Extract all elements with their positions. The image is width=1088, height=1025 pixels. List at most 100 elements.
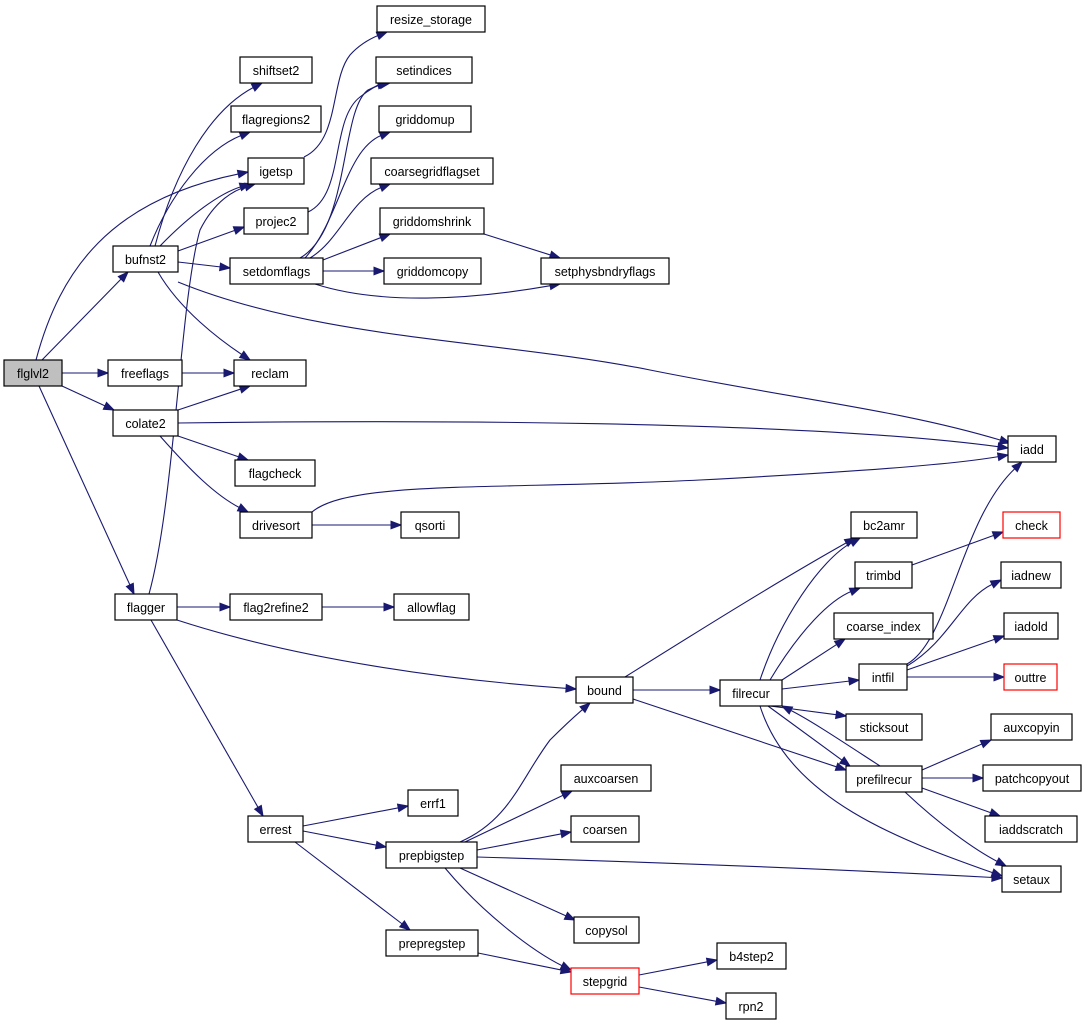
node-label: flag2refine2 xyxy=(243,601,308,615)
node-bufnst2[interactable]: bufnst2 xyxy=(112,245,179,273)
node-auxcoarsen[interactable]: auxcoarsen xyxy=(560,764,652,792)
edge-flglvl2-to-igetsp xyxy=(35,169,250,361)
node-setphysbndryflags[interactable]: setphysbndryflags xyxy=(540,257,670,285)
node-trimbd[interactable]: trimbd xyxy=(854,561,913,589)
node-label: qsorti xyxy=(415,519,446,533)
node-label: check xyxy=(1015,519,1048,533)
edge-bufnst2-to-reclam xyxy=(157,271,252,361)
node-prefilrecur[interactable]: prefilrecur xyxy=(845,765,923,793)
node-flagcheck[interactable]: flagcheck xyxy=(234,459,316,487)
node-label: intfil xyxy=(872,671,894,685)
edge-bound-to-bc2amr xyxy=(624,537,857,678)
node-label: prefilrecur xyxy=(856,773,912,787)
node-outtre[interactable]: outtre xyxy=(1003,663,1058,691)
node-coarsen[interactable]: coarsen xyxy=(570,815,640,843)
node-projec2[interactable]: projec2 xyxy=(243,207,309,235)
node-errest[interactable]: errest xyxy=(247,815,304,843)
node-flagregions2[interactable]: flagregions2 xyxy=(230,105,322,133)
node-bound[interactable]: bound xyxy=(575,676,634,704)
edge-errest-to-errf1 xyxy=(302,803,410,827)
node-label: reclam xyxy=(251,367,289,381)
node-label: bound xyxy=(587,684,622,698)
edge-flglvl2-to-freeflags xyxy=(62,368,110,378)
node-label: patchcopyout xyxy=(995,772,1070,786)
node-flagger[interactable]: flagger xyxy=(114,593,178,621)
node-flglvl2[interactable]: flglvl2 xyxy=(3,359,63,387)
node-griddomup[interactable]: griddomup xyxy=(378,105,472,133)
edge-bound-to-filrecur xyxy=(633,685,722,695)
edge-colate2-to-drivesort xyxy=(159,435,250,513)
edge-flglvl2-to-flagger xyxy=(38,385,135,596)
edge-setdomflags-to-griddomcopy xyxy=(323,266,386,276)
node-errf1[interactable]: errf1 xyxy=(407,789,459,817)
node-allowflag[interactable]: allowflag xyxy=(393,593,470,621)
node-griddomcopy[interactable]: griddomcopy xyxy=(383,257,482,285)
node-iadnew[interactable]: iadnew xyxy=(1000,561,1062,589)
node-iadd[interactable]: iadd xyxy=(1007,435,1057,463)
node-intfil[interactable]: intfil xyxy=(858,663,908,691)
node-setdomflags[interactable]: setdomflags xyxy=(229,257,324,285)
node-qsorti[interactable]: qsorti xyxy=(400,511,460,539)
node-stepgrid[interactable]: stepgrid xyxy=(570,967,640,995)
node-iadold[interactable]: iadold xyxy=(1003,612,1059,640)
node-label: copysol xyxy=(585,924,627,938)
edge-bound-to-prefilrecur xyxy=(632,698,848,771)
node-flag2refine2[interactable]: flag2refine2 xyxy=(229,593,323,621)
node-auxcopyin[interactable]: auxcopyin xyxy=(990,713,1073,741)
edge-prefilrecur-to-filrecur xyxy=(780,705,881,767)
edge-filrecur-to-bc2amr xyxy=(759,537,862,681)
node-label: bufnst2 xyxy=(125,253,166,267)
node-rpn2[interactable]: rpn2 xyxy=(725,992,777,1020)
edge-intfil-to-iadd xyxy=(906,461,1024,665)
edge-igetsp-to-resize_storage xyxy=(303,31,389,158)
node-label: coarsen xyxy=(583,823,628,837)
edge-setdomflags-to-coarsegridflagset xyxy=(309,183,392,259)
node-prepbigstep[interactable]: prepbigstep xyxy=(385,841,478,869)
edge-colate2-to-flagcheck xyxy=(177,435,250,461)
node-iaddscratch[interactable]: iaddscratch xyxy=(984,815,1078,843)
node-shiftset2[interactable]: shiftset2 xyxy=(239,56,313,84)
node-check[interactable]: check xyxy=(1002,511,1061,539)
edge-filrecur-to-sticksout xyxy=(769,705,848,720)
edge-prefilrecur-to-iaddscratch xyxy=(921,787,1002,817)
node-label: colate2 xyxy=(125,417,165,431)
edge-flagger-to-bound xyxy=(176,619,578,693)
node-prepregstep[interactable]: prepregstep xyxy=(385,929,479,957)
node-label: outtre xyxy=(1015,671,1047,685)
node-label: shiftset2 xyxy=(253,64,300,78)
edge-prepregstep-to-stepgrid xyxy=(477,952,573,975)
node-label: prepregstep xyxy=(399,937,466,951)
edge-projec2-to-setindices xyxy=(307,80,390,213)
node-label: filrecur xyxy=(732,687,770,701)
node-label: bc2amr xyxy=(863,519,905,533)
node-reclam[interactable]: reclam xyxy=(233,359,307,387)
node-sticksout[interactable]: sticksout xyxy=(845,713,923,741)
node-griddomshrink[interactable]: griddomshrink xyxy=(379,207,485,235)
node-label: drivesort xyxy=(252,519,300,533)
node-drivesort[interactable]: drivesort xyxy=(239,511,313,539)
node-colate2[interactable]: colate2 xyxy=(112,409,179,437)
edge-flagger-to-flag2refine2 xyxy=(177,602,232,612)
node-coarsegridflagset[interactable]: coarsegridflagset xyxy=(370,157,494,185)
edge-prefilrecur-to-auxcopyin xyxy=(921,739,993,771)
node-coarse-index[interactable]: coarse_index xyxy=(833,612,934,640)
node-resize-storage[interactable]: resize_storage xyxy=(376,5,486,33)
node-label: b4step2 xyxy=(729,950,774,964)
node-bc2amr[interactable]: bc2amr xyxy=(850,511,918,539)
node-copysol[interactable]: copysol xyxy=(573,916,640,944)
node-patchcopyout[interactable]: patchcopyout xyxy=(982,764,1082,792)
node-label: prepbigstep xyxy=(399,849,464,863)
node-freeflags[interactable]: freeflags xyxy=(107,359,183,387)
node-label: allowflag xyxy=(407,601,456,615)
edge-intfil-to-outtre xyxy=(907,672,1006,682)
node-filrecur[interactable]: filrecur xyxy=(719,679,783,707)
edge-stepgrid-to-rpn2 xyxy=(638,986,728,1006)
node-label: coarsegridflagset xyxy=(384,165,480,179)
edge-stepgrid-to-b4step2 xyxy=(638,957,719,976)
edge-flagger-to-igetsp xyxy=(148,182,257,595)
node-setindices[interactable]: setindices xyxy=(375,56,473,84)
node-setaux[interactable]: setaux xyxy=(1001,865,1062,893)
edge-bufnst2-to-flagregions2 xyxy=(149,131,252,247)
node-igetsp[interactable]: igetsp xyxy=(247,157,305,185)
node-b4step2[interactable]: b4step2 xyxy=(716,942,787,970)
